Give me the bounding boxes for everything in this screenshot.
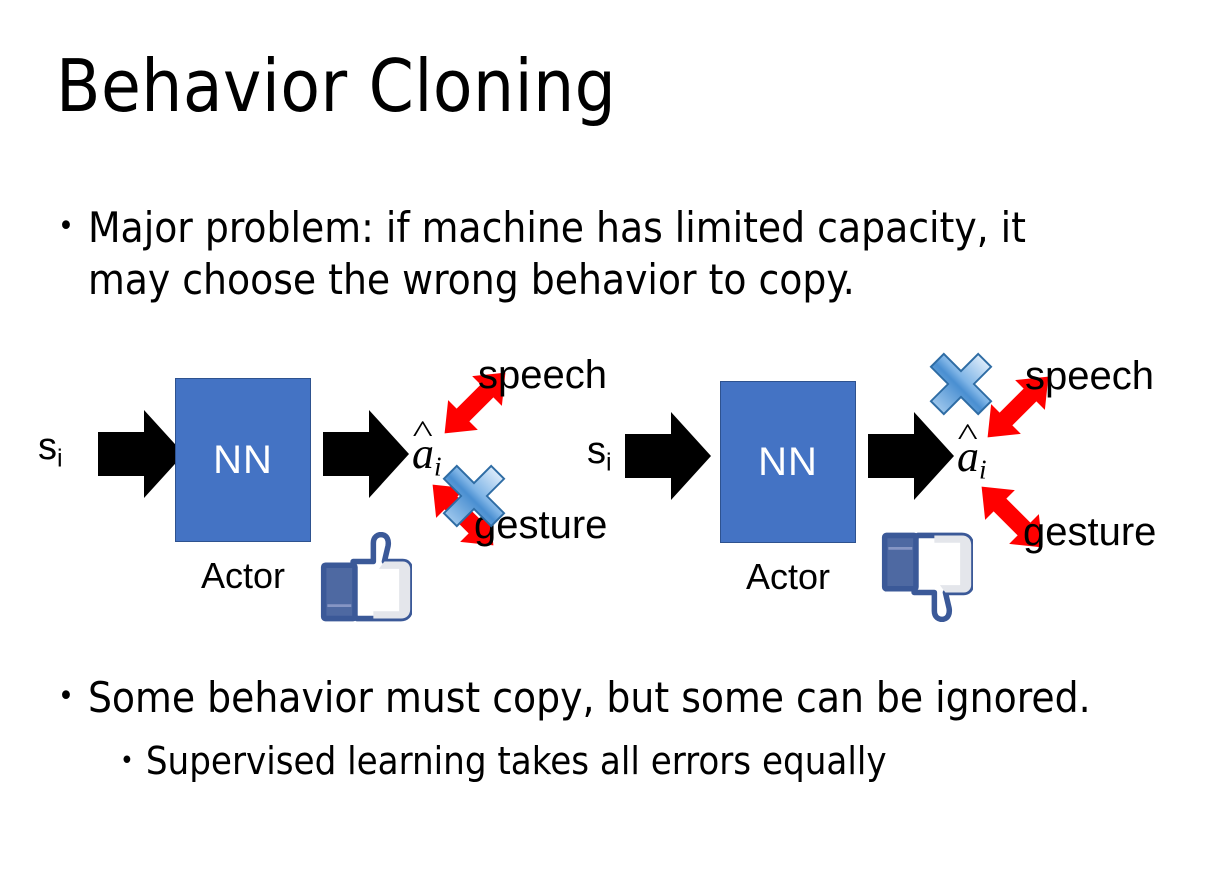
branch-label-gesture-right: gesture — [1023, 510, 1157, 554]
page-title: Behavior Cloning — [56, 44, 617, 128]
nn-label: NN — [213, 438, 273, 482]
bullet-some-behavior: • Some behavior must copy, but some can … — [58, 672, 1148, 724]
nn-box-left: NN — [175, 378, 311, 542]
state-label-left: si — [38, 426, 63, 473]
bullet-text: Major problem: if machine has limited ca… — [87, 203, 1026, 304]
actor-caption-left: Actor — [200, 555, 286, 596]
nn-box-right: NN — [720, 381, 856, 543]
branch-arrow-gesture-right — [957, 462, 1067, 572]
actor-caption-right: Actor — [745, 556, 831, 597]
thumbs-up-icon — [320, 531, 413, 626]
action-label-left: ai — [412, 432, 442, 489]
output-arrow-right — [868, 410, 954, 502]
state-label-right: si — [587, 430, 612, 477]
bullet-marker-icon: • — [120, 746, 134, 776]
bullet-text: Supervised learning takes all errors equ… — [145, 739, 887, 783]
branch-label-speech-left: speech — [478, 353, 607, 397]
bullet-major-problem: • Major problem: if machine has limited … — [58, 202, 1118, 306]
diagram-good-copy: si NN Actor ai — [30, 340, 620, 640]
input-arrow-left — [98, 408, 184, 500]
bullet-marker-icon: • — [58, 679, 74, 714]
branch-label-speech-right: speech — [1025, 354, 1154, 398]
diagram-wrong-copy: si NN Actor ai — [575, 340, 1185, 640]
cross-out-icon-gesture-left — [436, 458, 512, 534]
bullet-text: Some behavior must copy, but some can be… — [87, 673, 1091, 722]
cross-out-icon-speech-right — [923, 346, 999, 422]
nn-label: NN — [758, 440, 818, 484]
bullet-marker-icon: • — [58, 209, 74, 244]
action-label-right: ai — [957, 435, 987, 492]
branch-arrow-speech-right — [963, 352, 1073, 462]
input-arrow-right — [625, 410, 711, 502]
branch-arrow-speech-left — [420, 348, 530, 458]
bullet-supervised-learning: • Supervised learning takes all errors e… — [120, 736, 1160, 786]
thumbs-down-icon — [881, 528, 974, 623]
output-arrow-left — [323, 408, 409, 500]
